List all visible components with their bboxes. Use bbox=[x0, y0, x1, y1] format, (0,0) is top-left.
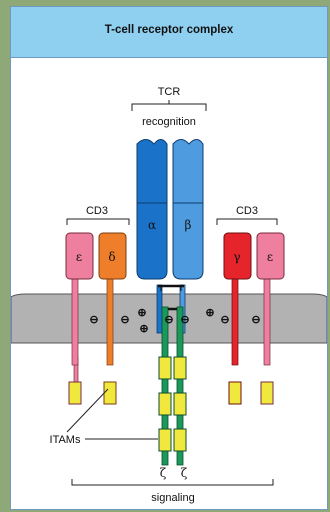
charge-minus-zeta-right: ⊖ bbox=[180, 314, 189, 326]
cd3-left-bracket bbox=[67, 219, 129, 225]
itam-zeta-left-3 bbox=[159, 429, 171, 451]
epsilon-right-tail bbox=[264, 273, 270, 365]
epsilon-left-symbol: ε bbox=[76, 250, 82, 264]
itam-zeta-right-2 bbox=[174, 393, 186, 415]
charge-plus-alpha-1: ⊕ bbox=[137, 307, 146, 319]
itams-label: ITAMs bbox=[50, 434, 81, 446]
charge-minus-gamma: ⊖ bbox=[220, 314, 229, 326]
delta-symbol: δ bbox=[108, 250, 115, 264]
epsilon-right-symbol: ε bbox=[267, 250, 273, 264]
recognition-bracket bbox=[132, 100, 206, 111]
epsilon-left-tail bbox=[72, 273, 78, 365]
zeta-right-symbol: ζ bbox=[181, 466, 188, 480]
gamma-tail bbox=[232, 273, 238, 365]
alpha-chain bbox=[137, 140, 167, 280]
delta-tail bbox=[107, 273, 113, 365]
zeta-left-symbol: ζ bbox=[160, 466, 167, 480]
itam-zeta-left-1 bbox=[159, 357, 171, 379]
charge-minus-zeta-left: ⊖ bbox=[164, 314, 173, 326]
itam-zeta-left-2 bbox=[159, 393, 171, 415]
beta-symbol: β bbox=[185, 218, 192, 232]
gamma-symbol: γ bbox=[233, 250, 240, 264]
signaling-bracket bbox=[72, 479, 273, 485]
itam-zeta-right-3 bbox=[174, 429, 186, 451]
cd3-right-bracket bbox=[217, 219, 277, 225]
tcr-label: TCR bbox=[158, 86, 181, 98]
tcr-diagram: TCR recognition α β CD3 CD3 ε bbox=[11, 7, 327, 509]
alpha-chain-tail bbox=[157, 285, 162, 333]
beta-chain bbox=[173, 140, 203, 280]
itam-epsilon-right bbox=[261, 382, 273, 404]
charge-minus-epsilon-left: ⊖ bbox=[89, 314, 98, 326]
charge-minus-epsilon-right: ⊖ bbox=[251, 314, 260, 326]
signaling-label: signaling bbox=[151, 492, 194, 504]
charge-plus-beta: ⊕ bbox=[205, 307, 214, 319]
figure-panel: T-cell receptor complex TCR recognition … bbox=[10, 6, 328, 510]
charge-plus-alpha-2: ⊕ bbox=[139, 323, 148, 335]
itam-gamma bbox=[229, 382, 241, 404]
charge-minus-delta: ⊖ bbox=[120, 314, 129, 326]
cd3-left-label: CD3 bbox=[86, 205, 108, 217]
cd3-right-label: CD3 bbox=[236, 205, 258, 217]
alpha-symbol: α bbox=[148, 218, 156, 232]
itam-zeta-right-1 bbox=[174, 357, 186, 379]
itam-delta bbox=[104, 382, 116, 404]
itam-epsilon-left bbox=[69, 382, 81, 404]
recognition-label: recognition bbox=[142, 116, 196, 128]
